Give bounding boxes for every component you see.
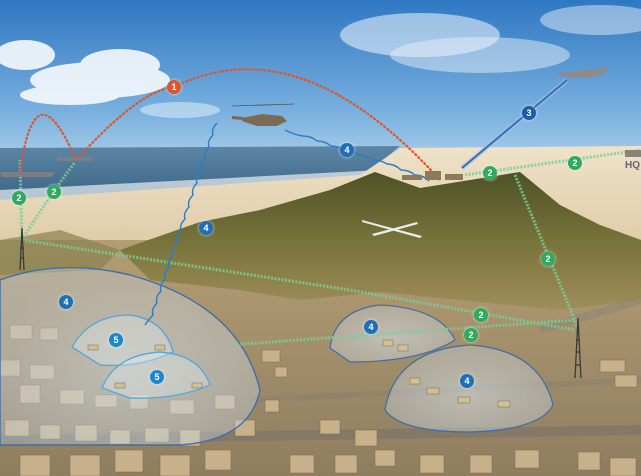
link-4-badge: 4 — [364, 320, 378, 334]
link-5-badge: 5 — [150, 370, 164, 384]
link-2-badge: 2 — [541, 252, 555, 266]
link-2-badge: 2 — [483, 166, 497, 180]
link-1-badge: 1 — [167, 80, 181, 94]
link-2-badge: 2 — [474, 308, 488, 322]
link-2-badge: 2 — [568, 156, 582, 170]
link-4-badge: 4 — [199, 221, 213, 235]
link-4-badge: 4 — [460, 374, 474, 388]
hq-label: HQ — [625, 160, 640, 171]
link-4-badge: 4 — [59, 295, 73, 309]
link-2-badge: 2 — [464, 328, 478, 342]
link-5-badge: 5 — [109, 333, 123, 347]
link-2-badge: 2 — [47, 185, 61, 199]
link-2-badge: 2 — [12, 191, 26, 205]
link-4-badge: 4 — [340, 143, 354, 157]
link-3-badge: 3 — [522, 106, 536, 120]
helicopter — [231, 103, 295, 126]
